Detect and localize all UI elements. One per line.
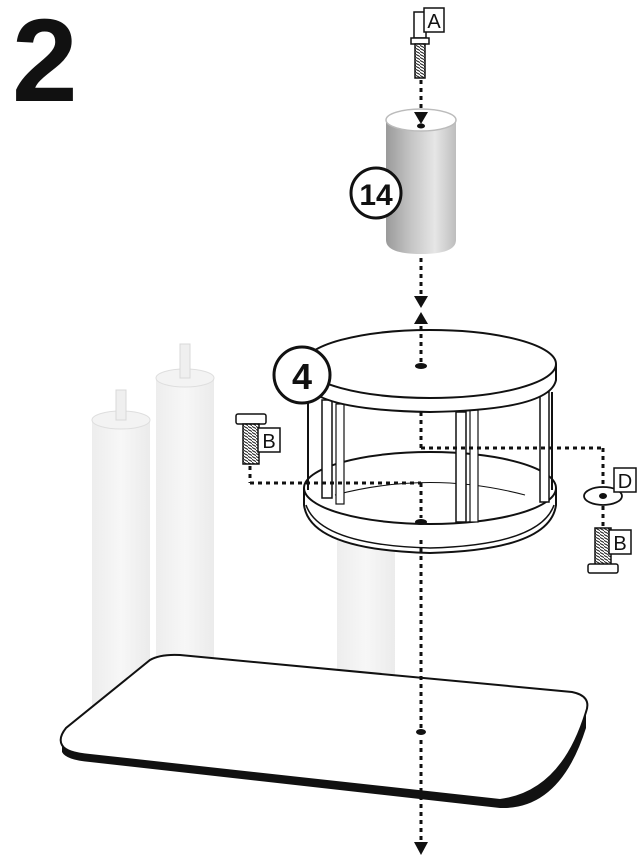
- cabinet-box: [303, 329, 557, 555]
- guide-arrows: [414, 112, 428, 855]
- part-14-label: 14: [349, 166, 403, 220]
- base-plate: [59, 653, 589, 809]
- bolt-b-left: [235, 413, 281, 465]
- step-number: 2: [12, 0, 78, 127]
- part-14-number: 14: [359, 179, 393, 212]
- arrow-down-icon: [414, 296, 428, 308]
- arrow-down-icon: [414, 112, 428, 124]
- part-4-label: 4: [272, 345, 332, 405]
- part-4-number: 4: [292, 356, 312, 397]
- arrow-down-icon: [414, 842, 428, 855]
- bolt-a-top: [410, 7, 445, 79]
- arrow-up-icon: [414, 312, 428, 324]
- washer-d-letter: D: [618, 471, 632, 493]
- bolt-b-right-letter: B: [613, 533, 626, 555]
- washer-d: [583, 467, 637, 506]
- bolt-b-left-letter: B: [262, 431, 275, 453]
- bolt-b-right: [587, 527, 632, 574]
- assembly-guides: [248, 80, 605, 840]
- ghost-leg-middle: [155, 343, 215, 688]
- bolt-a-letter: A: [427, 11, 441, 33]
